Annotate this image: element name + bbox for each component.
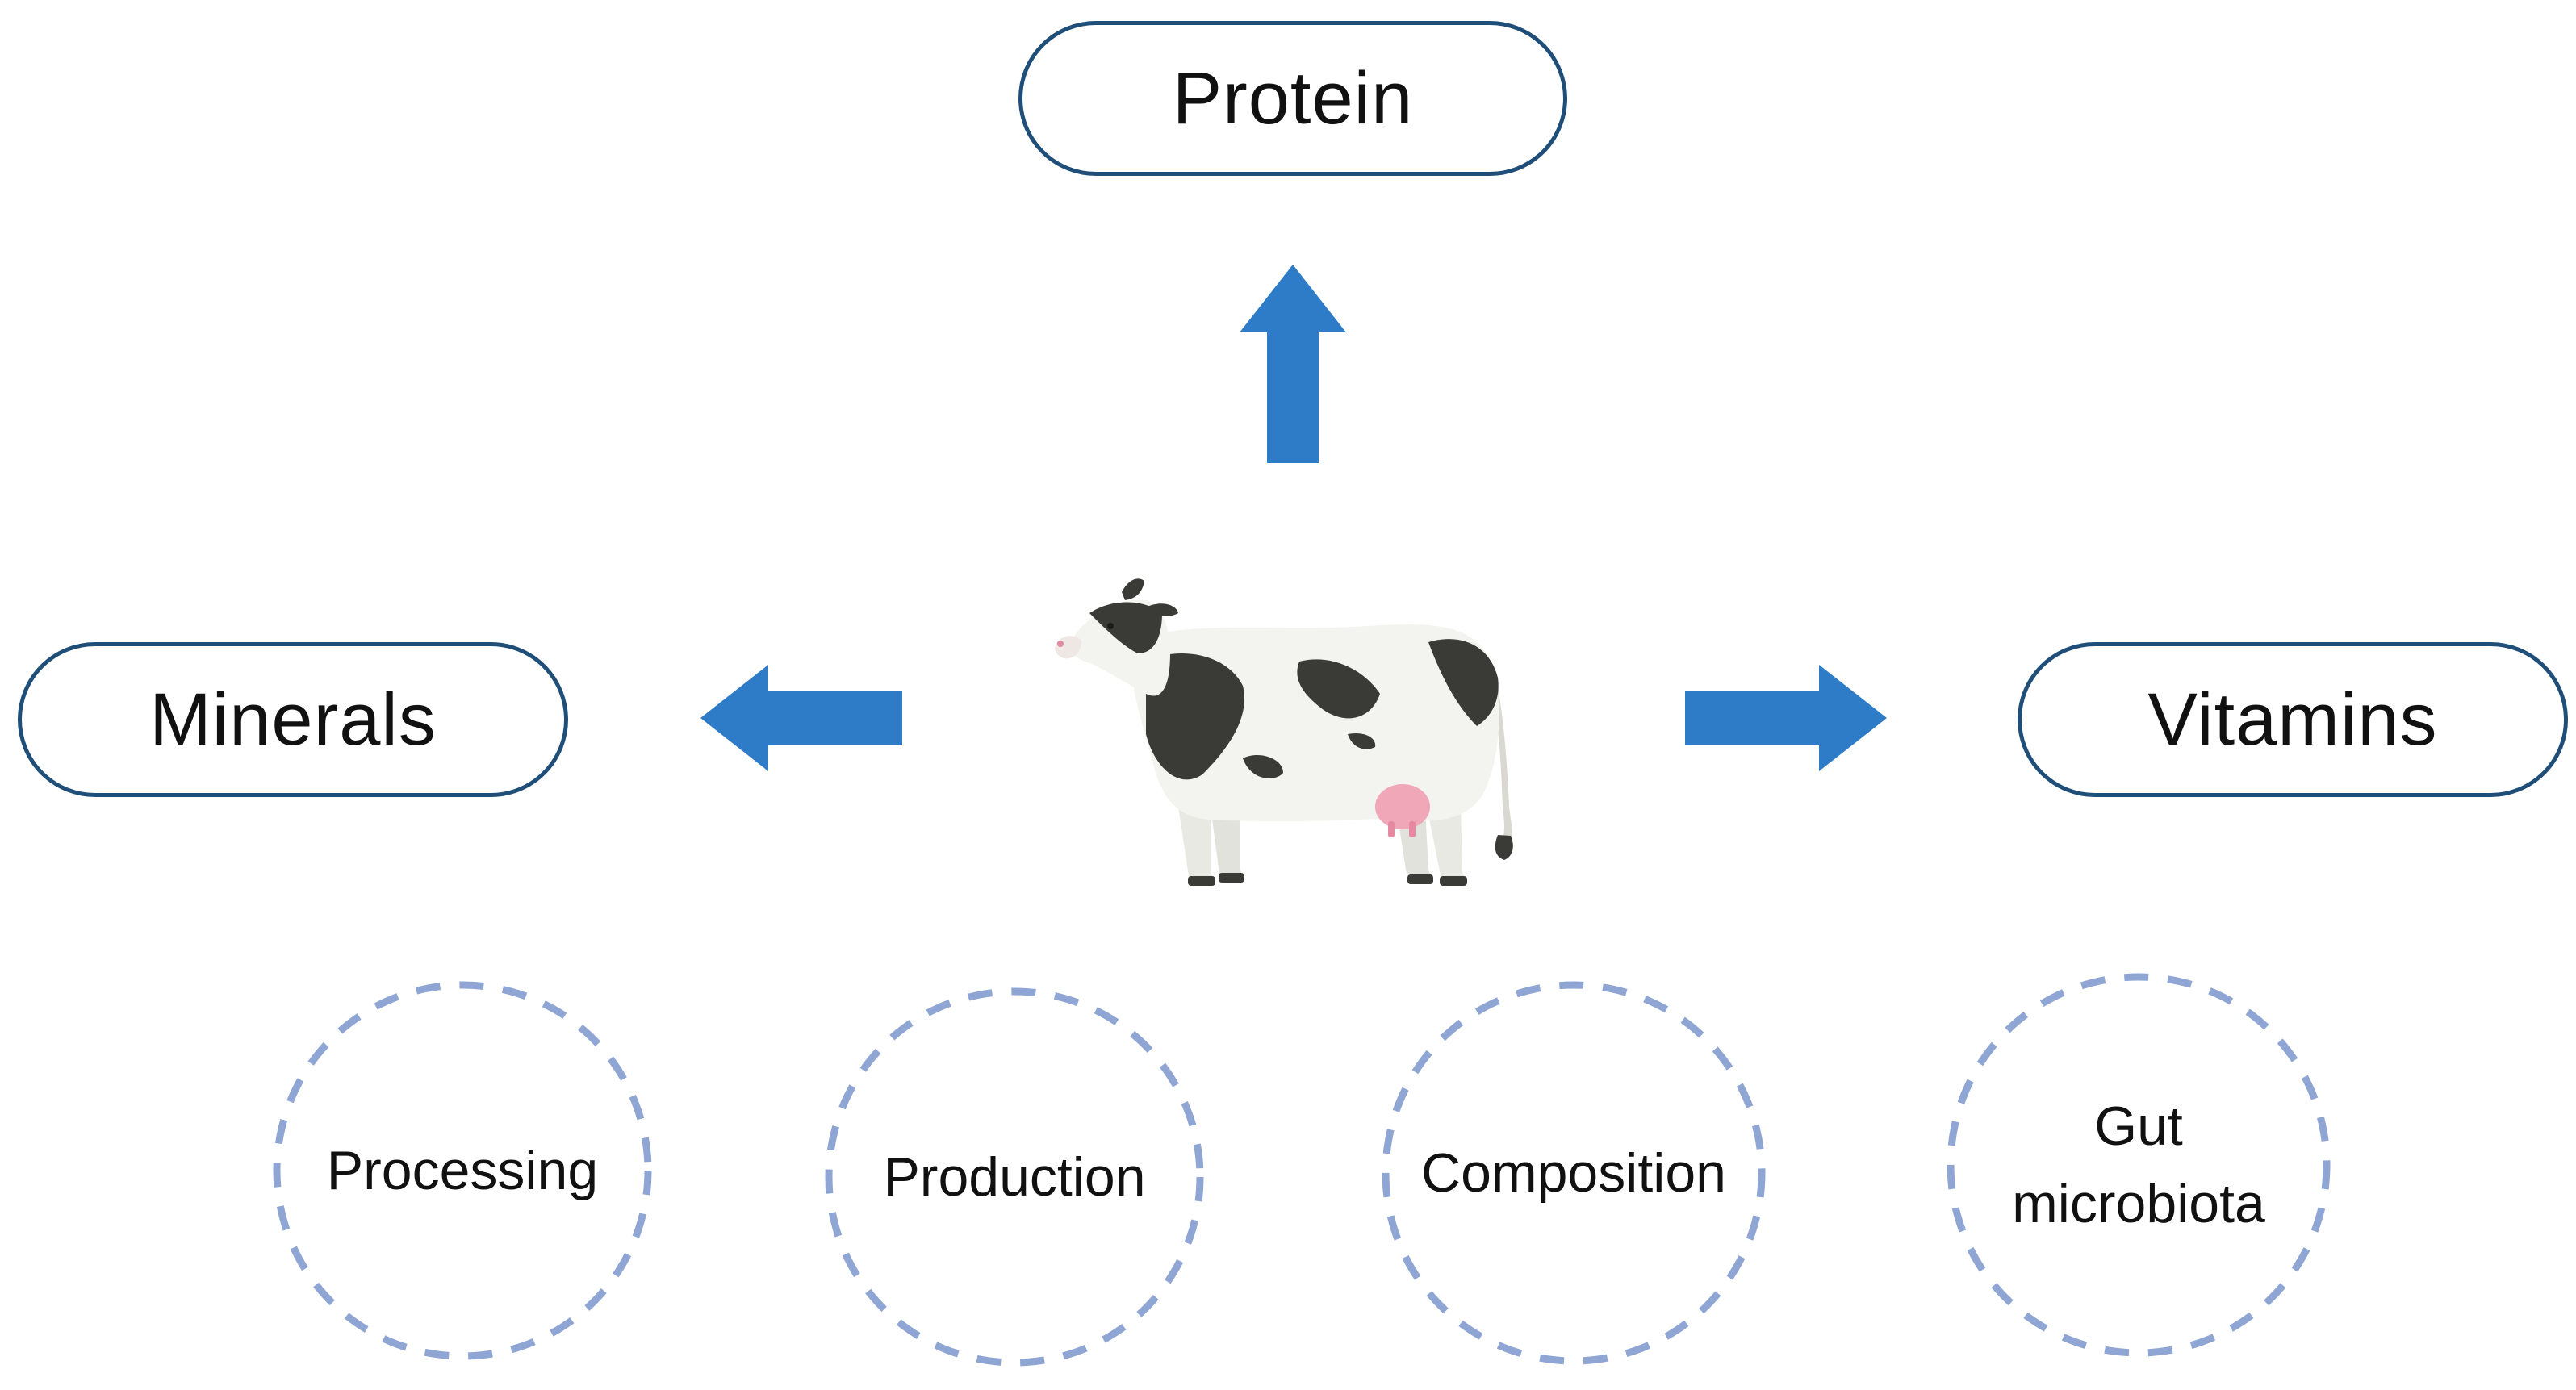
factor-gut-microbiota: Gut microbiota <box>1945 971 2332 1359</box>
arrow-left-icon <box>700 665 902 771</box>
factor-processing: Processing <box>271 979 654 1362</box>
vitamins-node: Vitamins <box>2018 642 2568 797</box>
factor-label: Processing <box>326 1140 599 1201</box>
dairy-cow-icon <box>1055 578 1513 886</box>
factor-production: Production <box>823 986 1206 1368</box>
dashed-circle <box>273 981 652 1360</box>
protein-node: Protein <box>1018 21 1567 176</box>
minerals-label: Minerals <box>149 678 437 761</box>
arrow-up-icon <box>1240 265 1346 463</box>
vitamins-label: Vitamins <box>2147 678 2438 761</box>
factor-label: Composition <box>1421 1142 1726 1204</box>
protein-label: Protein <box>1172 56 1414 140</box>
factor-composition: Composition <box>1380 979 1767 1367</box>
dashed-circle <box>825 987 1204 1367</box>
factor-label: Gut microbiota <box>2012 1096 2265 1234</box>
factor-label: Production <box>883 1146 1146 1208</box>
dashed-circle <box>1382 981 1766 1365</box>
minerals-node: Minerals <box>18 642 568 797</box>
dashed-circle <box>1947 973 2331 1357</box>
arrow-right-icon <box>1685 665 1887 771</box>
